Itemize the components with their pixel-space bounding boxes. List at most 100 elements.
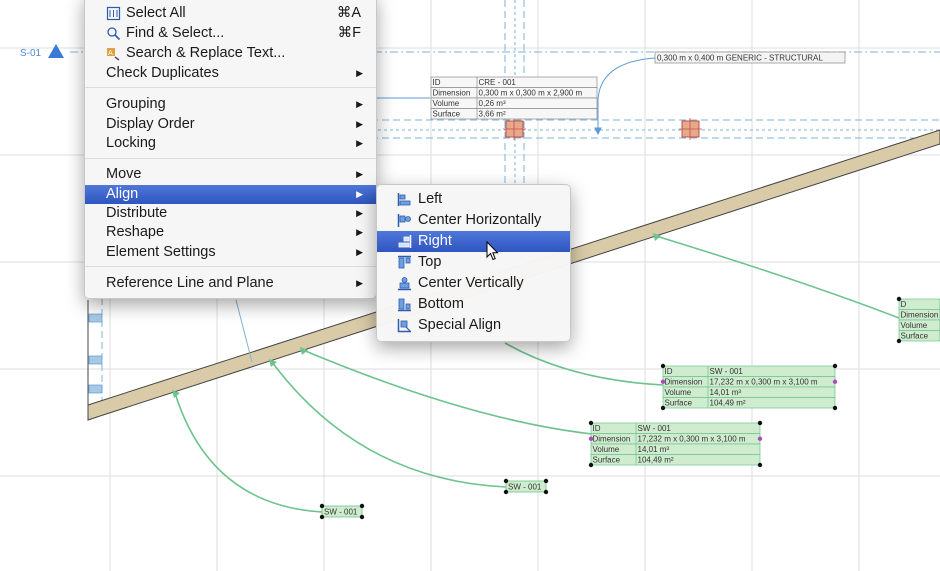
align-center-horizontally-item[interactable]: Center Horizontally [377, 210, 570, 231]
selection-handle[interactable] [896, 296, 902, 302]
beam-label-text: 0,300 m x 0,400 m GENERIC - STRUCTURAL [657, 54, 823, 63]
submenu-arrow-icon: ▶ [356, 99, 363, 109]
submenu-arrow-icon: ▶ [356, 208, 363, 218]
menu-item-select-all[interactable]: Select All⌘A [85, 4, 376, 23]
info-key: Dimension [665, 378, 703, 387]
submenu-arrow-icon: ▶ [356, 119, 363, 129]
wall-tag-1-text: SW - 001 [324, 508, 358, 517]
menu-item-reference-line-plane[interactable]: Reference Line and Plane▶ [106, 275, 363, 291]
selection-handle[interactable] [832, 405, 838, 411]
selection-handle[interactable] [660, 405, 666, 411]
info-key: Volume [901, 321, 928, 330]
align-top-item[interactable]: Top [377, 252, 570, 273]
special-align-item[interactable]: Special Align [377, 315, 570, 336]
info-row [590, 454, 761, 466]
selection-handle[interactable] [588, 462, 594, 468]
info-value: 17,232 m x 0,300 m x 3,100 m [638, 435, 746, 444]
info-key: D [901, 300, 907, 309]
hotspot-handle[interactable] [757, 436, 763, 441]
align-bottom-item[interactable]: Bottom [377, 294, 570, 315]
menu-separator [85, 158, 376, 159]
info-row [662, 365, 836, 377]
hotspot-handle[interactable] [660, 379, 666, 384]
menu-item-check-duplicates[interactable]: Check Duplicates▶ [106, 65, 363, 81]
selection-handle[interactable] [660, 363, 666, 369]
info-key: Dimension [433, 89, 471, 98]
info-row [430, 108, 598, 120]
align-right-item[interactable]: Right [377, 231, 570, 252]
selection-handle[interactable] [757, 420, 763, 426]
selection-handle[interactable] [896, 338, 902, 344]
info-key: ID [593, 424, 601, 433]
info-key: Volume [665, 388, 692, 397]
special-align-icon [397, 318, 412, 333]
mouse-pointer-icon [486, 241, 499, 261]
menu-item-grouping[interactable]: Grouping▶ [106, 96, 363, 112]
selection-handle[interactable] [832, 363, 838, 369]
menu-item-locking[interactable]: Locking▶ [106, 135, 363, 151]
align-submenu: Left Center Horizontally Right Top Cente… [376, 184, 571, 342]
find-select-icon [106, 26, 121, 41]
info-value: 0,300 m x 0,300 m x 2,900 m [479, 89, 583, 98]
info-key: Surface [901, 332, 929, 341]
hotspot-handle[interactable] [832, 379, 838, 384]
wall-tag-2-text: SW - 001 [508, 483, 542, 492]
info-value: CRE - 001 [479, 78, 517, 87]
info-row [662, 397, 836, 409]
align-left-icon [397, 192, 412, 207]
left-wall-outline [87, 298, 103, 420]
menu-item-move[interactable]: Move▶ [106, 166, 363, 182]
align-center-vertically-item[interactable]: Center Vertically [377, 273, 570, 294]
search-replace-icon: A [106, 46, 121, 61]
menu-item-element-settings[interactable]: Element Settings▶ [106, 244, 363, 260]
story-marker: S-01 [20, 48, 42, 59]
align-bottom-icon [397, 297, 412, 312]
align-top-icon [397, 255, 412, 270]
menu-separator [85, 87, 376, 88]
menu-item-distribute[interactable]: Distribute▶ [106, 205, 363, 221]
info-key: Surface [433, 110, 461, 119]
submenu-arrow-icon: ▶ [356, 278, 363, 288]
info-row [898, 330, 940, 342]
info-value: SW - 001 [638, 424, 672, 433]
menu-item-display-order[interactable]: Display Order▶ [106, 116, 363, 132]
align-left-item[interactable]: Left [377, 189, 570, 210]
align-right-icon [397, 234, 412, 249]
beam-label[interactable]: 0,300 m x 0,400 m GENERIC - STRUCTURAL [654, 51, 846, 64]
column-label-leader [375, 57, 656, 136]
menu-item-find-select[interactable]: Find & Select...⌘F [85, 24, 376, 43]
wall-tag-1[interactable]: SW - 001 [319, 503, 365, 520]
align-center-horizontal-icon [397, 213, 412, 228]
info-value: SW - 001 [710, 367, 744, 376]
menu-item-reshape[interactable]: Reshape▶ [106, 224, 363, 240]
column-1[interactable] [503, 118, 526, 140]
beam[interactable] [360, 119, 940, 139]
submenu-arrow-icon: ▶ [356, 227, 363, 237]
selection-handle[interactable] [588, 420, 594, 426]
hotspot-handle[interactable] [588, 436, 594, 441]
label-leaders [174, 235, 900, 513]
info-value: 0,26 m³ [479, 99, 506, 108]
wall-tag-2[interactable]: SW - 001 [503, 478, 549, 495]
info-key: Surface [665, 399, 693, 408]
info-key: Dimension [593, 435, 631, 444]
svg-text:A: A [108, 49, 113, 57]
submenu-arrow-icon: ▶ [356, 189, 363, 199]
info-key: Volume [593, 445, 620, 454]
info-value: 104,49 m² [710, 399, 746, 408]
submenu-arrow-icon: ▶ [356, 68, 363, 78]
selection-handle[interactable] [757, 462, 763, 468]
info-value: 104,49 m² [638, 456, 674, 465]
column-2[interactable] [679, 118, 702, 140]
info-key: Dimension [901, 311, 939, 320]
menu-item-align[interactable]: Align▶ [85, 185, 376, 204]
guide-line [235, 299, 253, 363]
submenu-arrow-icon: ▶ [356, 247, 363, 257]
leader-arrowheads [172, 233, 661, 398]
